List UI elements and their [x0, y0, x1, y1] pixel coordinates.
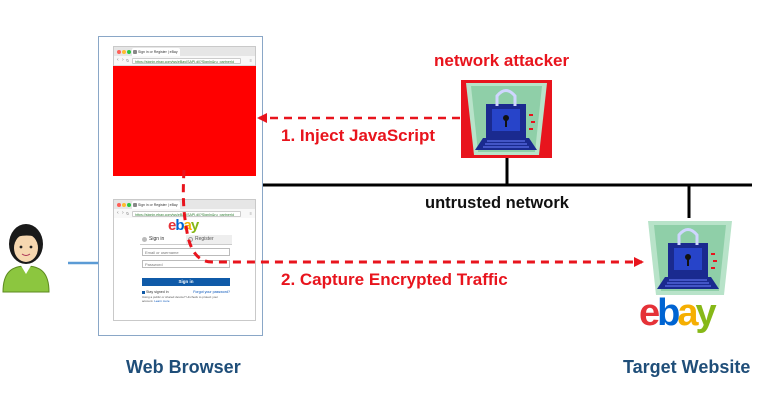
target-website-label: Target Website: [623, 357, 751, 377]
signin-tab-label: Sign in: [149, 236, 165, 242]
forward-arrow-icon[interactable]: ›: [122, 57, 124, 63]
forgot-password-link[interactable]: Forgot your password?: [193, 290, 230, 294]
stay-signed-in-checkbox[interactable]: [142, 290, 145, 294]
capture-arrow: [181, 169, 644, 267]
capture-traffic-label: 2. Capture Encrypted Traffic: [281, 270, 508, 289]
stay-signed-in-label: Stay signed in: [146, 290, 169, 294]
ebay-page-logo: ebay: [168, 217, 199, 234]
attacker-server-icon: [461, 80, 552, 158]
forward-arrow-icon[interactable]: ›: [122, 210, 124, 216]
stay-signed-in-row: Stay signed in Forgot your password?: [142, 289, 230, 295]
network-attacker-label: network attacker: [434, 51, 570, 70]
address-input[interactable]: https://signin.ebay.com/ws/eBayISAPI.dll…: [132, 57, 241, 64]
favicon-icon: [133, 50, 137, 54]
signin-page: ebay Sign in Register Email or username …: [114, 218, 255, 320]
maximize-dot-icon[interactable]: [127, 203, 131, 207]
close-dot-icon[interactable]: [117, 50, 121, 54]
back-arrow-icon[interactable]: ‹: [117, 210, 119, 216]
injected-content-box: [113, 66, 256, 176]
minimize-dot-icon[interactable]: [122, 50, 126, 54]
email-field[interactable]: Email or username: [142, 248, 230, 256]
maximize-dot-icon[interactable]: [127, 50, 131, 54]
user-avatar: [2, 224, 50, 293]
tab-bar: Sign in or Register | eBay: [114, 47, 255, 56]
target-server-icon: [648, 221, 732, 295]
web-browser-label: Web Browser: [126, 357, 241, 377]
inject-javascript-label: 1. Inject JavaScript: [281, 126, 436, 145]
help-text-body: Using a public or shared device? Uncheck…: [142, 295, 219, 303]
back-arrow-icon[interactable]: ‹: [117, 57, 119, 63]
url-bar: ‹ › ↻ https://signin.ebay.com/ws/eBayISA…: [114, 56, 255, 66]
signin-button[interactable]: Sign in: [142, 278, 230, 286]
learn-more-link[interactable]: Learn more: [154, 298, 170, 303]
target-ebay-logo: ebay: [639, 292, 717, 334]
password-field[interactable]: Password: [142, 260, 230, 268]
register-tab-label: Register: [195, 236, 214, 242]
tab-signin[interactable]: Sign in: [140, 235, 186, 244]
signin-radio-icon: [142, 237, 147, 242]
menu-icon[interactable]: ≡: [249, 58, 252, 63]
browser-tab[interactable]: Sign in or Register | eBay: [132, 201, 180, 209]
menu-icon[interactable]: ≡: [249, 211, 252, 216]
browser-tab[interactable]: Sign in or Register | eBay: [132, 48, 180, 56]
untrusted-network-label: untrusted network: [425, 194, 569, 212]
favicon-icon: [133, 203, 137, 207]
reload-icon[interactable]: ↻: [126, 211, 130, 216]
tab-title: Sign in or Register | eBay: [138, 203, 178, 207]
help-text: Using a public or shared device? Uncheck…: [142, 295, 230, 303]
reload-icon[interactable]: ↻: [126, 58, 130, 63]
minimize-dot-icon[interactable]: [122, 203, 126, 207]
browser-window-signin: Sign in or Register | eBay ‹ › ↻ https:/…: [113, 199, 256, 321]
close-dot-icon[interactable]: [117, 203, 121, 207]
tab-title: Sign in or Register | eBay: [138, 50, 178, 54]
